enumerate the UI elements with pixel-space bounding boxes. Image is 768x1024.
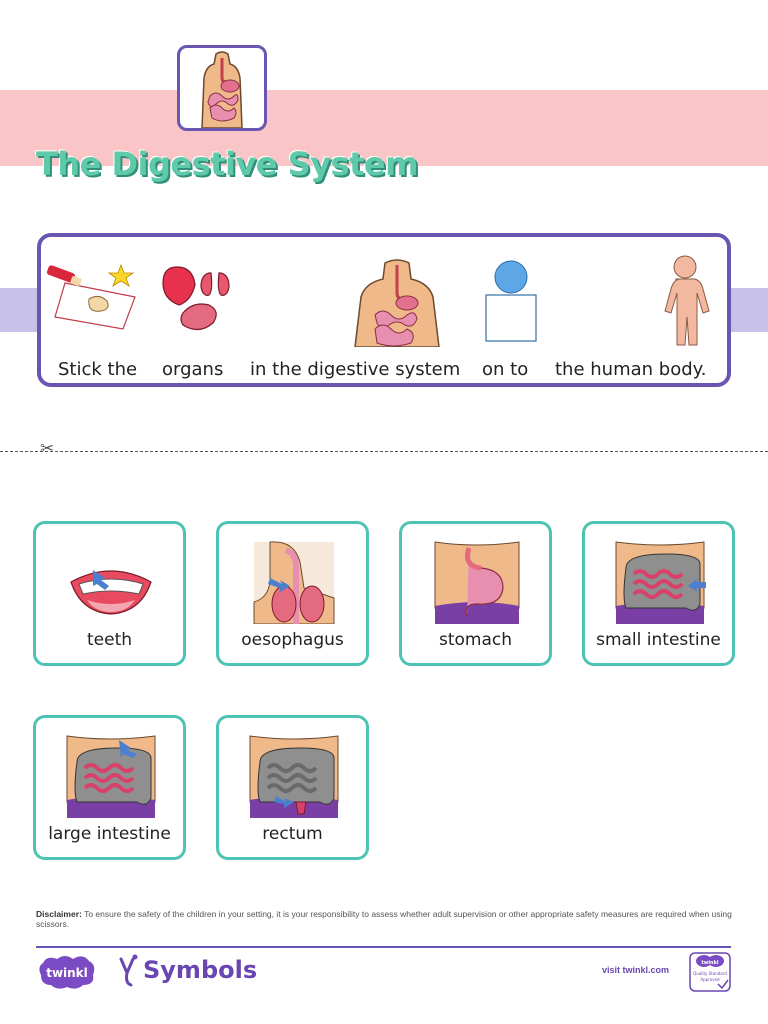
organs-icon [162,266,230,331]
instruction-word: Stick the [58,359,138,380]
card-label: teeth [86,630,133,650]
visit-link[interactable]: visit twinkl.com [602,965,670,975]
card-rectum[interactable]: rectum [216,715,369,860]
human-body-icon [664,255,710,346]
page-title: The Digestive System [36,145,418,183]
digestive-system-icon [354,259,440,347]
small-intestine-icon [615,541,706,624]
stomach-icon [434,541,520,624]
decor-band-right [728,288,768,332]
footer-divider [36,946,731,948]
card-label: rectum [262,824,323,844]
disclaimer-label: Disclaimer: [36,909,82,919]
card-label: stomach [438,630,513,650]
large-intestine-icon [66,735,156,818]
disclaimer-text: To ensure the safety of the children in … [36,909,732,929]
place-on-icon [485,260,537,342]
header-band [0,90,768,166]
rectum-icon [249,735,339,818]
card-teeth[interactable]: teeth [33,521,186,666]
badge-line-text: Quality Standard [693,971,727,976]
card-label: oesophagus [241,630,344,650]
instruction-word: organs [162,359,224,380]
instruction-word: in the digestive system [250,359,461,380]
decor-band-left [0,288,40,332]
torso-digestive-icon [177,45,267,131]
twinkl-logo: twinkl [39,956,95,989]
card-stomach[interactable]: stomach [399,521,552,666]
symbols-label: Symbols [143,956,258,984]
twinkl-logo-text: twinkl [46,966,88,980]
instruction-word: on to [482,359,529,380]
card-label: large intestine [48,824,171,844]
scissors-icon: ✂ [40,439,55,459]
cut-line [0,451,768,452]
badge-line-text: Approved [700,977,720,982]
oesophagus-icon [253,541,335,624]
symbols-logo-icon [119,954,138,987]
card-large-intestine[interactable]: large intestine [33,715,186,860]
quality-badge-icon: twinkl Quality Standard Approved [689,952,731,992]
card-small-intestine[interactable]: small intestine [582,521,735,666]
card-label: small intestine [596,630,721,650]
badge-brand-text: twinkl [701,960,719,966]
instruction-word: the human body. [555,359,707,380]
disclaimer: Disclaimer: To ensure the safety of the … [36,909,736,929]
card-oesophagus[interactable]: oesophagus [216,521,369,666]
teeth-icon [70,570,152,615]
glue-stick-icon [46,263,136,330]
instruction-box: Stick the organs in the digestive system… [37,233,731,387]
